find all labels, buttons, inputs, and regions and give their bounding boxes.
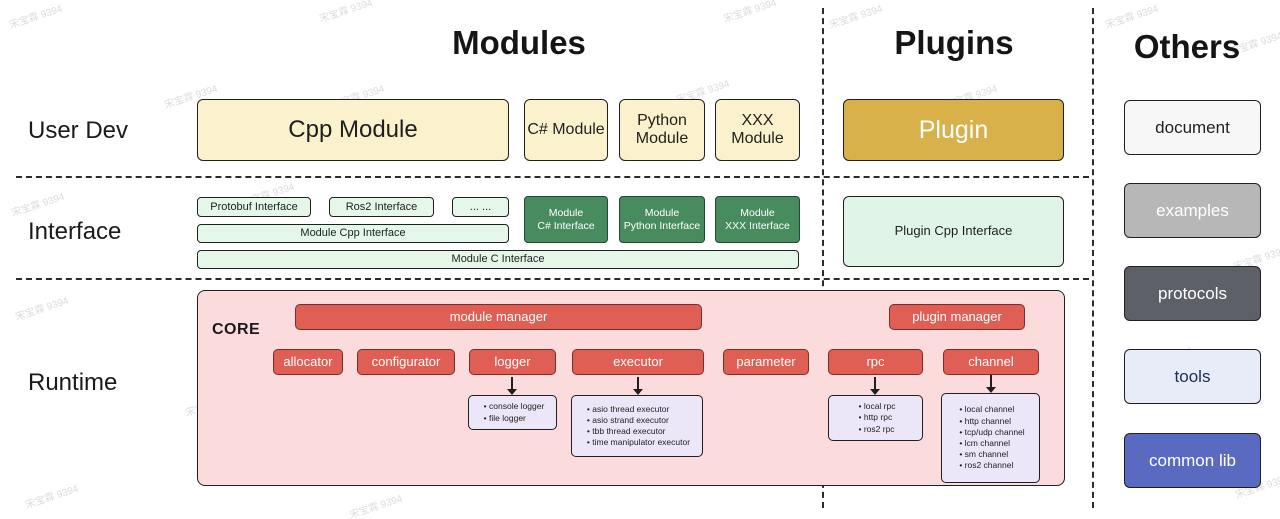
watermark: 宋宝霖 9394 xyxy=(828,3,885,32)
list-item: tcp/udp channel xyxy=(959,427,1025,438)
watermark: 宋宝霖 9394 xyxy=(722,0,779,26)
others-item-protocols: protocols xyxy=(1124,266,1261,321)
component-allocator: allocator xyxy=(273,349,343,375)
plugin-manager-bar: plugin manager xyxy=(889,304,1025,330)
module-xxx-interface-line1: Module xyxy=(740,207,775,220)
component-channel: channel xyxy=(943,349,1039,375)
divider-interface-runtime xyxy=(16,278,1089,280)
cpp-module-box: Cpp Module xyxy=(197,99,509,161)
xxx-module-box: XXX Module xyxy=(715,99,800,161)
ros2-interface-box: Ros2 Interface xyxy=(329,197,434,217)
rpc-impl-list: local rpchttp rpcros2 rpc xyxy=(828,395,923,441)
component-logger: logger xyxy=(469,349,556,375)
divider-modules-plugins xyxy=(822,8,824,508)
component-rpc: rpc xyxy=(828,349,923,375)
logger-impl-list: console loggerfile logger xyxy=(468,395,557,430)
module-xxx-interface-box: Module XXX Interface xyxy=(715,196,800,243)
section-title-others: Others xyxy=(1133,28,1241,65)
list-item: file logger xyxy=(484,413,545,424)
others-item-tools: tools xyxy=(1124,349,1261,404)
module-cpp-interface-box: Module Cpp Interface xyxy=(197,224,509,243)
csharp-module-box: C# Module xyxy=(524,99,608,161)
watermark: 宋宝霖 9394 xyxy=(318,0,375,26)
protobuf-interface-box: Protobuf Interface xyxy=(197,197,311,217)
list-item: ros2 channel xyxy=(959,460,1024,471)
module-csharp-interface-line2: C# Interface xyxy=(537,219,595,232)
list-item: http rpc xyxy=(859,412,896,423)
watermark: 宋宝霖 9394 xyxy=(10,191,67,220)
watermark: 宋宝霖 9394 xyxy=(24,483,81,512)
channel-impl-items: local channelhttp channeltcp/udp channel… xyxy=(953,402,1027,473)
list-item: http channel xyxy=(959,416,1024,427)
row-label-runtime: Runtime xyxy=(28,369,118,396)
list-item: local channel xyxy=(959,404,1024,415)
list-item: time manipulator executor xyxy=(587,437,690,448)
divider-userdev-interface xyxy=(16,176,1089,178)
core-label: CORE xyxy=(212,321,261,338)
list-item: sm channel xyxy=(959,449,1024,460)
others-item-common-lib: common lib xyxy=(1124,433,1261,488)
row-label-user-dev: User Dev xyxy=(28,117,129,144)
list-item: lcm channel xyxy=(959,438,1024,449)
executor-impl-items: asio thread executorasio strand executor… xyxy=(581,402,693,451)
list-item: local rpc xyxy=(859,401,896,412)
module-python-interface-line2: Python Interface xyxy=(623,219,701,232)
list-item: asio thread executor xyxy=(587,404,690,415)
list-item: tbb thread executor xyxy=(587,426,690,437)
module-python-interface-box: Module Python Interface xyxy=(619,196,705,243)
module-manager-bar: module manager xyxy=(295,304,702,330)
section-title-modules: Modules xyxy=(452,24,586,61)
list-item: asio strand executor xyxy=(587,415,690,426)
module-csharp-interface-box: Module C# Interface xyxy=(524,196,608,243)
row-label-interface: Interface xyxy=(28,218,122,245)
others-item-document: document xyxy=(1124,100,1261,155)
executor-impl-list: asio thread executorasio strand executor… xyxy=(571,395,703,457)
component-parameter: parameter xyxy=(723,349,809,375)
module-c-interface-box: Module C Interface xyxy=(197,250,799,269)
module-csharp-interface-line1: Module xyxy=(548,207,584,220)
list-item: ros2 rpc xyxy=(859,424,896,435)
watermark: 宋宝霖 9394 xyxy=(1104,3,1161,32)
list-item: console logger xyxy=(484,401,544,412)
rpc-impl-items: local rpchttp rpcros2 rpc xyxy=(853,399,899,437)
plugin-box: Plugin xyxy=(843,99,1064,161)
core-container: CORE module manager plugin manager alloc… xyxy=(197,290,1065,486)
others-item-examples: examples xyxy=(1124,183,1261,238)
watermark: 宋宝霖 9394 xyxy=(8,3,65,32)
watermark: 宋宝霖 9394 xyxy=(14,295,71,324)
section-title-plugins: Plugins xyxy=(894,24,1014,61)
watermark: 宋宝霖 9394 xyxy=(348,493,405,519)
plugin-cpp-interface-box: Plugin Cpp Interface xyxy=(843,196,1064,267)
python-module-box: Python Module xyxy=(619,99,705,161)
component-configurator: configurator xyxy=(357,349,455,375)
component-executor: executor xyxy=(572,349,704,375)
divider-plugins-others xyxy=(1092,8,1094,508)
logger-impl-items: console loggerfile logger xyxy=(478,399,548,425)
more-interfaces-box: ... ... xyxy=(452,197,509,217)
module-python-interface-line1: Module xyxy=(644,207,680,220)
channel-impl-list: local channelhttp channeltcp/udp channel… xyxy=(941,393,1040,483)
module-xxx-interface-line2: XXX Interface xyxy=(725,219,790,232)
